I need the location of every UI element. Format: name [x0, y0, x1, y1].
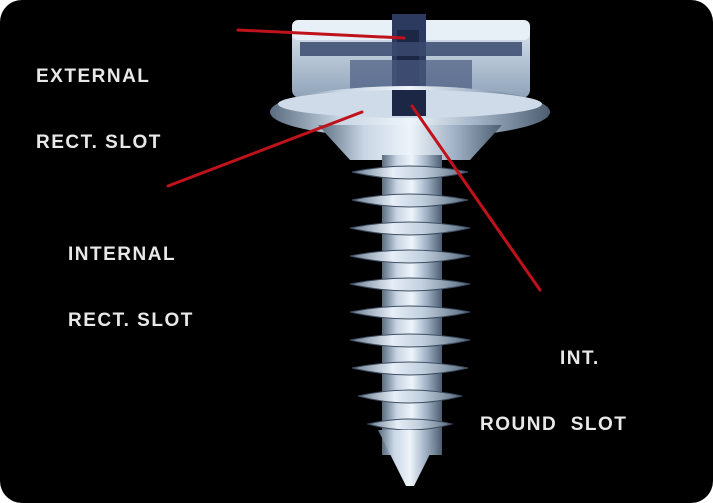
label-internal-rect-slot: INTERNAL RECT. SLOT: [68, 200, 194, 376]
screw-head: [270, 14, 550, 160]
label-external-rect-slot: EXTERNAL RECT. SLOT: [36, 22, 162, 198]
label-int-round-slot: INT. ROUND SLOT: [480, 304, 627, 480]
label-line: INTERNAL: [68, 244, 194, 266]
label-line: ROUND SLOT: [480, 414, 627, 436]
label-line: INT.: [480, 348, 627, 370]
label-line: EXTERNAL: [36, 66, 162, 88]
label-line: RECT. SLOT: [36, 132, 162, 154]
pointer-internal: [168, 112, 362, 186]
screw-shank: [350, 155, 470, 486]
label-line: RECT. SLOT: [68, 310, 194, 332]
